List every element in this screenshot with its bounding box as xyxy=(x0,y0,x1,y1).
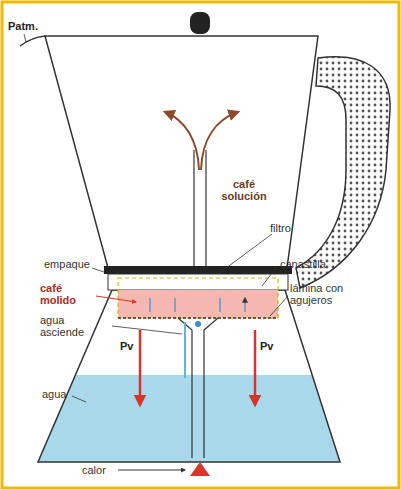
part-label: canastilla xyxy=(280,258,360,270)
part-label: café molido xyxy=(40,282,95,306)
part-label: lámina con agujeros xyxy=(290,282,352,306)
pressure-label: Pv xyxy=(260,340,280,352)
pressure-label: Patm. xyxy=(8,20,68,32)
part-label: empaque xyxy=(44,258,104,270)
part-label: café solución xyxy=(214,178,274,202)
part-label: agua xyxy=(42,388,82,400)
part-label: agua asciende xyxy=(40,314,110,338)
pressure-label: Pv xyxy=(120,340,140,352)
part-label: filtro xyxy=(270,222,330,234)
part-label: calor xyxy=(82,464,122,476)
